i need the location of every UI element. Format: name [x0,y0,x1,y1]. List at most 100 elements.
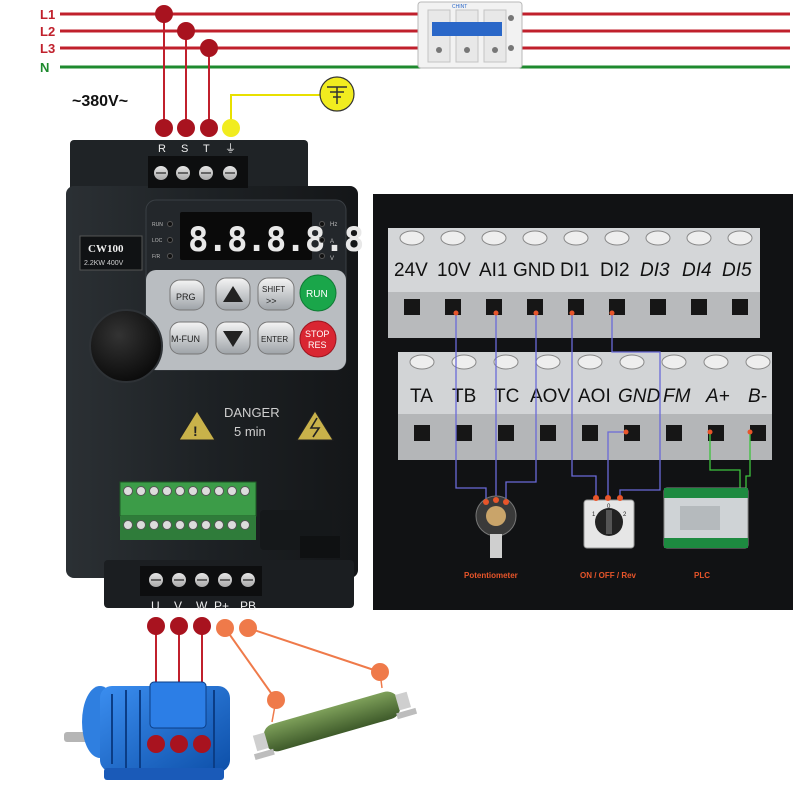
mfun-button[interactable]: M-FUN [169,321,209,355]
ctrl-aov: AOV [530,386,570,407]
ctrl-ai1: AI1 [479,260,508,281]
resistor-dot-pb [371,663,389,681]
terminal-socket [650,299,666,315]
ctrl-di4: DI4 [682,260,712,281]
output-dot-w [193,617,211,635]
terminal-socket [582,425,598,441]
terminal-socket [486,299,502,315]
potentiometer-device: Potentiometer [464,495,518,580]
terminal-screw [535,354,561,370]
label-n: N [40,60,49,75]
status-a: A [330,239,334,245]
status-fr: F/R [152,254,160,260]
up-button[interactable] [215,277,251,311]
run-button[interactable]: RUN [299,274,337,312]
status-run: RUN [152,222,163,228]
enter-label: ENTER [261,335,288,344]
label-l3: L3 [40,41,55,56]
terminal-screw [175,520,185,530]
ctrl-10v: 10V [437,260,471,281]
led-display: 8.8.8.8.8 [188,220,363,260]
plc-device: PLC [663,487,749,580]
terminal-screw [123,520,133,530]
terminal-socket [732,299,748,315]
ctrl-gnd-top: GND [513,260,555,281]
tap-dot-l1 [155,5,173,23]
terminal-socket [414,425,430,441]
terminal-p-plus: P+ [214,599,229,613]
shift-arrows: >> [266,296,277,306]
terminal-u: U [151,599,160,613]
resistor-dot-p-plus [267,691,285,709]
terminal-socket [527,299,543,315]
display-window [180,212,312,260]
breaker-handle [432,22,502,36]
terminal-socket [666,425,682,441]
ctrl-aoi: AOI [578,386,611,407]
terminal-screw [149,520,159,530]
label-l1: L1 [40,7,55,22]
speed-knob[interactable] [89,309,163,383]
potentiometer-caption: Potentiometer [464,571,518,580]
terminal-screw [136,486,146,496]
selector-switch: 1 0 2 ON / OFF / Rev [580,495,637,580]
output-dot-u [147,617,165,635]
ctrl-tb: TB [452,386,476,407]
terminal-pb: PB [240,599,256,613]
stop-button[interactable]: STOP RES [299,320,337,358]
terminal-screw [240,486,250,496]
label-l2: L2 [40,24,55,39]
terminal-screw [136,520,146,530]
inverter-drive: R S T ⏚ CW100 2.2KW 400V 8.8.8.8.8 RUN L… [66,140,364,613]
terminal-screw [440,230,466,246]
terminal-screw [162,486,172,496]
terminal-socket [708,425,724,441]
danger-time: 5 min [234,424,266,439]
terminal-socket [456,425,472,441]
ctrl-a-plus: A+ [705,386,730,407]
ctrl-ta: TA [410,386,433,407]
supply-lines: L1 L2 L3 N ~380V~ [40,7,790,110]
danger-title: DANGER [224,405,280,420]
up-arrow-icon [223,286,243,302]
enter-button[interactable]: ENTER [257,321,295,355]
output-dot-pb [239,619,257,637]
ctrl-b-minus: B- [748,386,767,407]
terminal-screw [227,520,237,530]
terminal-pe: ⏚ [225,142,236,155]
down-button[interactable] [215,321,251,355]
terminal-screw [214,486,224,496]
input-dot-pe [222,119,240,137]
prg-label: PRG [176,292,196,302]
danger-warning: ! DANGER 5 min [178,405,334,441]
warning-triangle-icon [178,410,216,441]
terminal-screw [493,354,519,370]
output-dot-p-plus [216,619,234,637]
terminal-screw [481,230,507,246]
ctrl-di5: DI5 [722,260,752,281]
prg-button[interactable]: PRG [169,279,205,311]
rating-label: 2.2KW 400V [84,260,124,267]
output-terminal-block: U V W P+ PB [140,566,262,613]
motor-dot-w [193,735,211,753]
terminal-screw [619,354,645,370]
terminal-screw [188,486,198,496]
ctrl-tc: TC [494,386,519,407]
model-label: CW100 [88,243,124,255]
shift-button[interactable]: SHIFT >> [257,277,295,311]
motor-dot-u [147,735,165,753]
terminal-socket [540,425,556,441]
tap-dot-l3 [200,39,218,57]
control-terminal-panel: 24V 10V AI1 GND DI1 DI2 DI3 DI4 DI5 TA T… [373,194,793,610]
terminal-screw [727,230,753,246]
terminal-screw [201,520,211,530]
input-dot-r [155,119,173,137]
reset-label: RES [308,340,327,350]
terminal-screw [563,230,589,246]
ctrl-gnd-bottom: GND [618,386,661,407]
motor [64,681,230,780]
control-wiring [455,313,751,500]
terminal-screw [123,486,133,496]
terminal-screw [175,486,185,496]
